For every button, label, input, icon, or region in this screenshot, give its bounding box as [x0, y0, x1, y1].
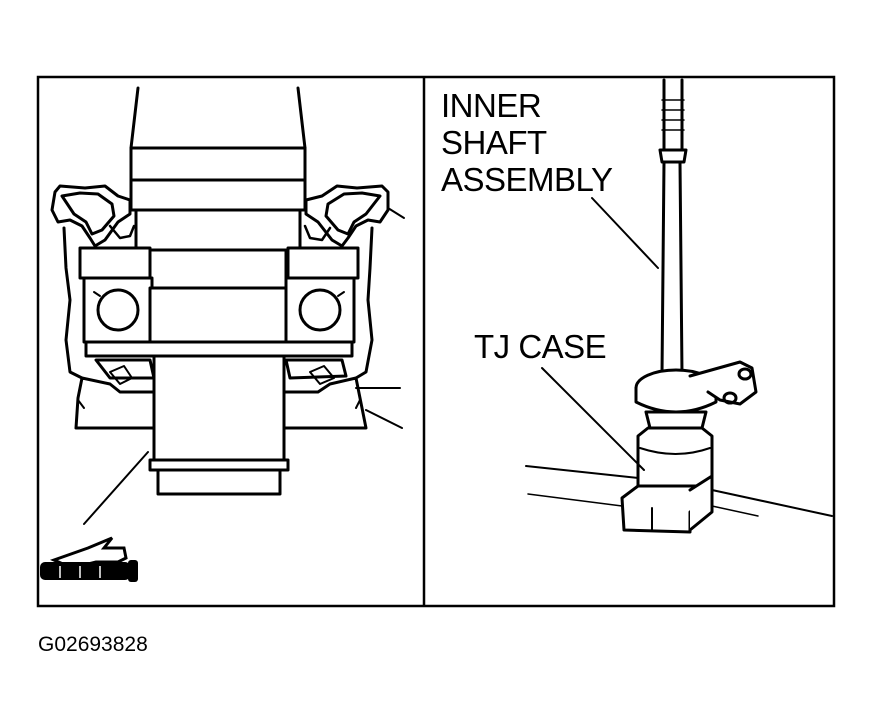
inner-shaft-drawing — [525, 78, 833, 534]
figure-id: G02693828 — [38, 633, 148, 656]
press-tool-icon — [40, 536, 138, 582]
tj-case-label: TJ CASE — [474, 328, 606, 365]
inner-shaft-label-line3: ASSEMBLY — [441, 161, 613, 198]
inner-shaft-label-line1: INNER — [441, 87, 541, 124]
inner-shaft-label-line2: SHAFT — [441, 124, 547, 161]
bearing-cross-section — [50, 86, 405, 525]
